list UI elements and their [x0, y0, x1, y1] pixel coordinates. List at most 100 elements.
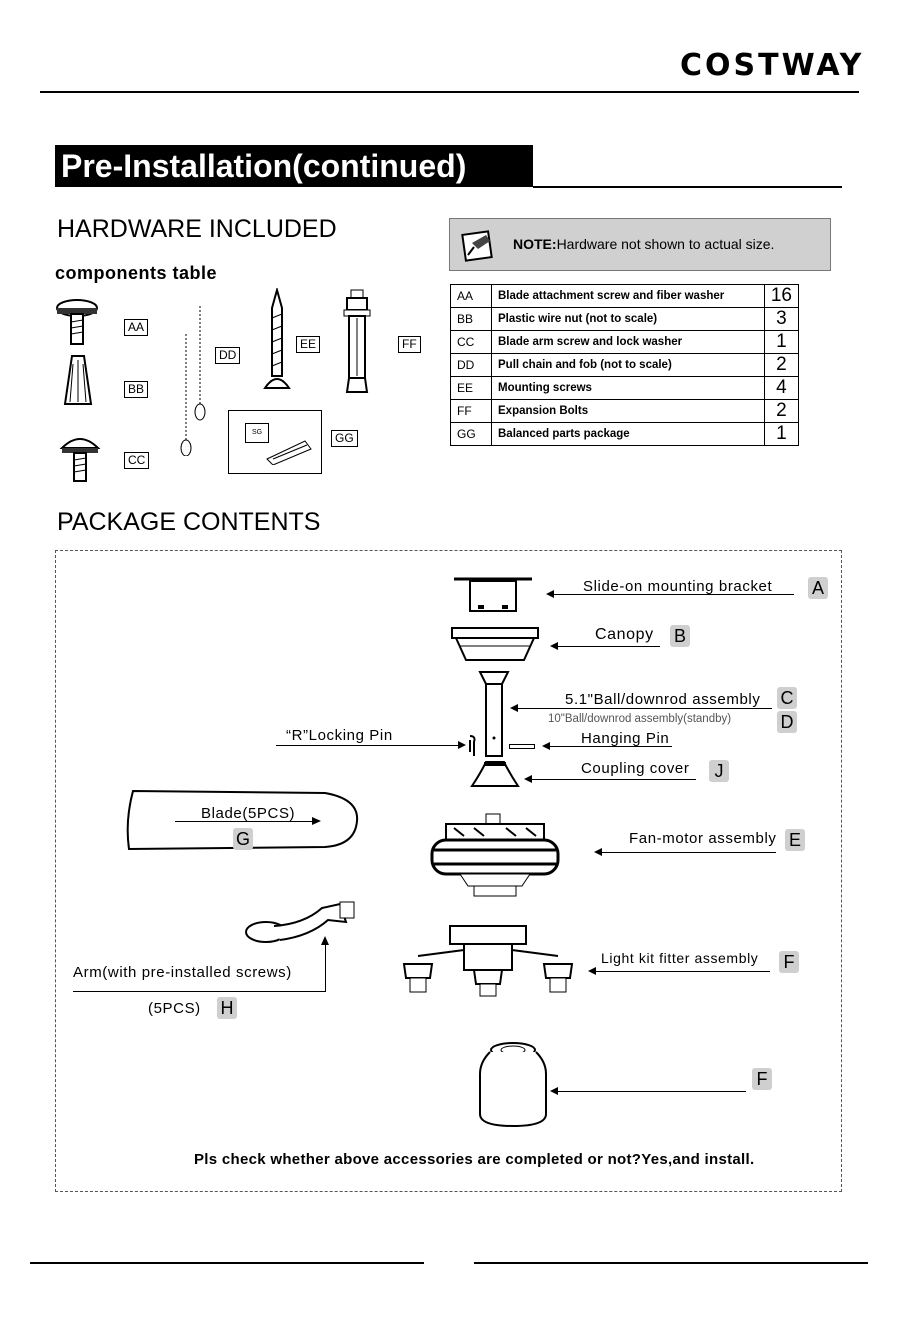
hardware-qty-cell: 16: [763, 284, 800, 308]
hardware-code-cell: DD: [450, 353, 492, 377]
hardware-desc-cell: Blade arm screw and lock washer: [491, 330, 765, 354]
screw-cc-icon: [59, 438, 101, 482]
mounting-screw-icon: [263, 288, 291, 389]
hardware-code-cell: FF: [450, 399, 492, 423]
badge-h: H: [217, 997, 237, 1019]
check-instruction: Pls check whether above accessories are …: [194, 1151, 755, 1168]
label-downrod: 5.1"Ball/downrod assembly: [565, 691, 761, 708]
arrowhead-rpin: [458, 741, 466, 749]
badge-f2: F: [752, 1068, 772, 1090]
arrowhead-f2: [550, 1087, 558, 1095]
tag-ff: FF: [398, 336, 421, 353]
glass-shade-icon: [479, 1042, 547, 1128]
arrow-f: [594, 971, 770, 972]
hardware-heading: HARDWARE INCLUDED: [57, 215, 337, 243]
tag-ee: EE: [296, 336, 321, 353]
sg-tag: SG: [245, 423, 269, 443]
arrow-c: [516, 708, 772, 709]
label-light-kit: Light kit fitter assembly: [601, 950, 759, 966]
blade-icon: [126, 789, 359, 851]
arrowhead-e: [594, 848, 602, 856]
balance-kit-box: SG: [228, 410, 322, 474]
hardware-qty-cell: 4: [763, 376, 800, 400]
blade-arm-icon: [245, 901, 355, 943]
arrowhead-b: [550, 642, 558, 650]
mounting-bracket-icon: [454, 577, 532, 612]
arrow-j: [530, 779, 696, 780]
hardware-code-cell: CC: [450, 330, 492, 354]
screw-aa-icon: [56, 299, 98, 345]
hardware-code-cell: BB: [450, 307, 492, 331]
label-coupling-cover: Coupling cover: [581, 760, 690, 777]
hardware-code-cell: GG: [450, 422, 492, 446]
note-pin-icon: [461, 230, 493, 262]
pull-chain-icon: [180, 306, 206, 456]
arrow-a: [552, 594, 794, 595]
label-bracket: Slide-on mounting bracket: [583, 578, 773, 595]
label-arm: Arm(with pre-installed screws): [73, 964, 292, 981]
arrow-f2: [556, 1091, 746, 1092]
note: NOTE:Hardware not shown to actual size.: [513, 236, 774, 252]
arrowhead-j: [524, 775, 532, 783]
label-hanging-pin: Hanging Pin: [581, 730, 670, 747]
tag-gg: GG: [331, 430, 358, 447]
fan-motor-icon: [430, 813, 560, 897]
downrod-icon: [478, 671, 510, 757]
label-downrod-standby: 10"Ball/downrod assembly(standby): [548, 713, 732, 725]
label-fan-motor: Fan-motor assembly: [629, 830, 777, 847]
hardware-code-cell: AA: [450, 284, 492, 308]
r-pin-icon: [469, 735, 476, 756]
expansion-bolt-icon: [343, 289, 371, 393]
arrow-e: [600, 852, 776, 853]
section-title: Pre-Installation(continued): [55, 145, 533, 187]
arrowhead-a: [546, 590, 554, 598]
arrow-b: [556, 646, 660, 647]
hardware-qty-cell: 2: [763, 399, 800, 423]
hardware-code-cell: EE: [450, 376, 492, 400]
hardware-qty-cell: 1: [763, 422, 800, 446]
brand-logo: COSTWAY: [680, 48, 865, 83]
tag-aa: AA: [124, 319, 149, 336]
note-text: Hardware not shown to actual size.: [556, 236, 775, 252]
label-locking-pin: “R”Locking Pin: [286, 727, 393, 744]
badge-j: J: [709, 760, 729, 782]
hardware-desc-cell: Pull chain and fob (not to scale): [491, 353, 765, 377]
footer-line-left: [30, 1262, 424, 1264]
footer-line-right: [474, 1262, 868, 1264]
tag-bb: BB: [124, 381, 149, 398]
badge-d: D: [777, 711, 797, 733]
note-box: NOTE:Hardware not shown to actual size.: [449, 218, 831, 271]
hardware-desc-cell: Blade attachment screw and fiber washer: [491, 284, 765, 308]
label-arm-qty: (5PCS): [148, 1000, 201, 1017]
badge-b: B: [670, 625, 690, 647]
arm-leader-line: [73, 991, 326, 992]
arrowhead-f: [588, 967, 596, 975]
hardware-qty-cell: 2: [763, 353, 800, 377]
arrowhead-c: [510, 704, 518, 712]
hardware-desc-cell: Balanced parts package: [491, 422, 765, 446]
hardware-desc-cell: Mounting screws: [491, 376, 765, 400]
note-label: NOTE:: [513, 236, 557, 252]
wire-nut-icon: [63, 355, 93, 405]
arm-leader-vertical: [325, 944, 326, 992]
arrowhead-pin: [542, 742, 550, 750]
hanging-pin-icon: [509, 744, 535, 749]
hardware-qty-cell: 3: [763, 307, 800, 331]
arrow-pin: [548, 746, 672, 747]
coupling-cover-icon: [470, 761, 520, 787]
header-divider: [40, 91, 859, 93]
badge-c: C: [777, 687, 797, 709]
canopy-icon: [451, 627, 539, 661]
package-heading: PACKAGE CONTENTS: [57, 508, 321, 536]
tag-dd: DD: [215, 347, 241, 364]
components-title: components table: [55, 263, 218, 283]
tag-cc: CC: [124, 452, 150, 469]
light-kit-icon: [402, 925, 574, 997]
